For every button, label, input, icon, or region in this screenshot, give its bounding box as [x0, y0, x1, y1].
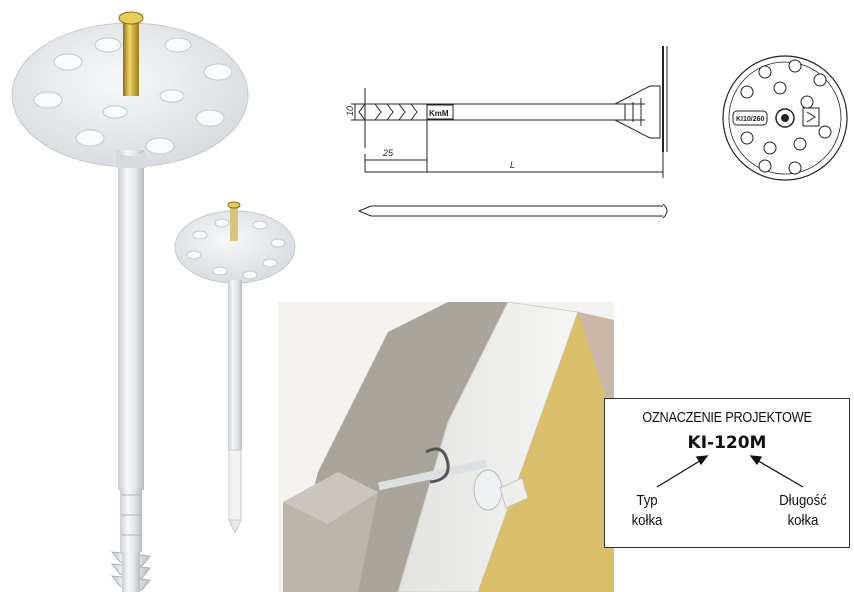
designation-code: KI-120M	[687, 433, 767, 453]
brand-mark: KmM	[429, 109, 449, 118]
dowel-length-label: Długość kołka	[779, 492, 827, 529]
large-dowel-illustration	[11, 11, 249, 592]
installation-illustration	[278, 302, 614, 592]
washer-front-view: KI10/260	[722, 55, 848, 181]
dim-tip-length: 25	[382, 148, 394, 158]
designation-arrows	[656, 455, 804, 488]
dim-diameter: 10	[345, 106, 355, 116]
technical-drawing: 10 25 L KmM KI10/260	[345, 46, 848, 219]
designation-box: OZNACZENIE PROJEKTOWE KI-120M Typ kołka …	[604, 398, 850, 548]
dowel-type-label: Typ kołka	[631, 492, 663, 529]
dim-total-length: L	[510, 160, 515, 170]
washer-face-label: KI10/260	[736, 116, 765, 123]
designation-title: OZNACZENIE PROJEKTOWE	[642, 409, 812, 426]
dowel-stem	[118, 150, 144, 490]
small-dowel-illustration	[174, 201, 296, 535]
